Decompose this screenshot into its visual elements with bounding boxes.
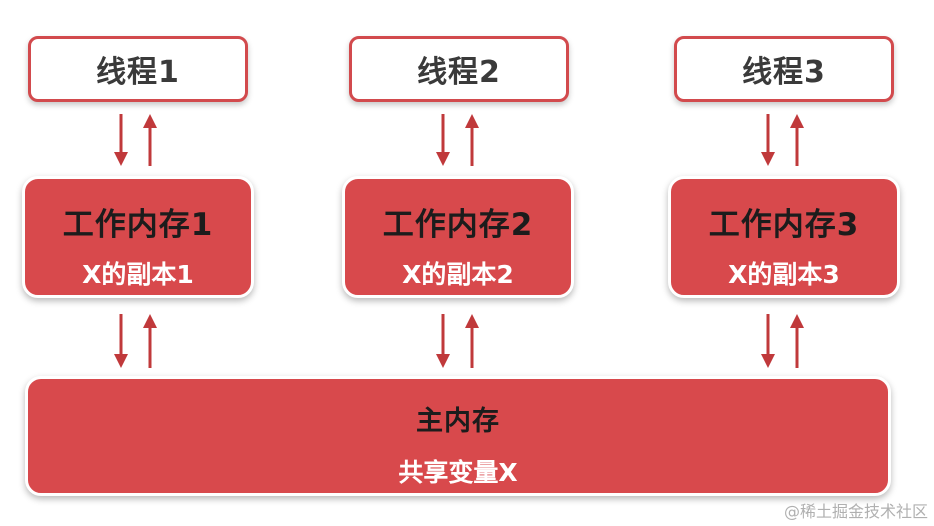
main-memory-subtitle: 共享变量X (398, 458, 518, 487)
workmem-2-main-arrows (436, 314, 479, 368)
thread-3-workmem-arrows (761, 114, 804, 166)
work-memory-2-copy: X的副本2 (402, 260, 514, 289)
down-arrow-icon (761, 114, 775, 166)
main-memory-title: 主内存 (416, 406, 500, 437)
up-arrow-icon (790, 114, 804, 166)
watermark: @稀土掘金技术社区 (783, 502, 928, 521)
workmem-1-main-arrows (114, 314, 157, 368)
work-memory-1-copy: X的副本1 (82, 260, 194, 289)
thread-3-box: 线程3 (674, 36, 894, 102)
thread-1-label: 线程1 (96, 55, 180, 90)
work-memory-2-box: 工作内存2 X的副本2 (342, 176, 574, 298)
down-arrow-icon (114, 314, 128, 368)
workmem-3-main-arrows (761, 314, 804, 368)
work-memory-1-title: 工作内存1 (62, 207, 214, 243)
thread-2-box: 线程2 (349, 36, 569, 102)
down-arrow-icon (436, 314, 450, 368)
work-memory-2-title: 工作内存2 (382, 207, 534, 243)
up-arrow-icon (465, 114, 479, 166)
thread-1-box: 线程1 (28, 36, 248, 102)
down-arrow-icon (761, 314, 775, 368)
main-memory-box: 主内存 共享变量X (25, 376, 891, 496)
up-arrow-icon (143, 314, 157, 368)
down-arrow-icon (114, 114, 128, 166)
up-arrow-icon (790, 314, 804, 368)
up-arrow-icon (143, 114, 157, 166)
thread-2-workmem-arrows (436, 114, 479, 166)
thread-3-label: 线程3 (742, 55, 826, 90)
down-arrow-icon (436, 114, 450, 166)
work-memory-3-box: 工作内存3 X的副本3 (668, 176, 900, 298)
work-memory-3-title: 工作内存3 (708, 207, 860, 243)
work-memory-3-copy: X的副本3 (728, 260, 840, 289)
thread-2-label: 线程2 (417, 55, 501, 90)
work-memory-1-box: 工作内存1 X的副本1 (22, 176, 254, 298)
up-arrow-icon (465, 314, 479, 368)
thread-1-workmem-arrows (114, 114, 157, 166)
